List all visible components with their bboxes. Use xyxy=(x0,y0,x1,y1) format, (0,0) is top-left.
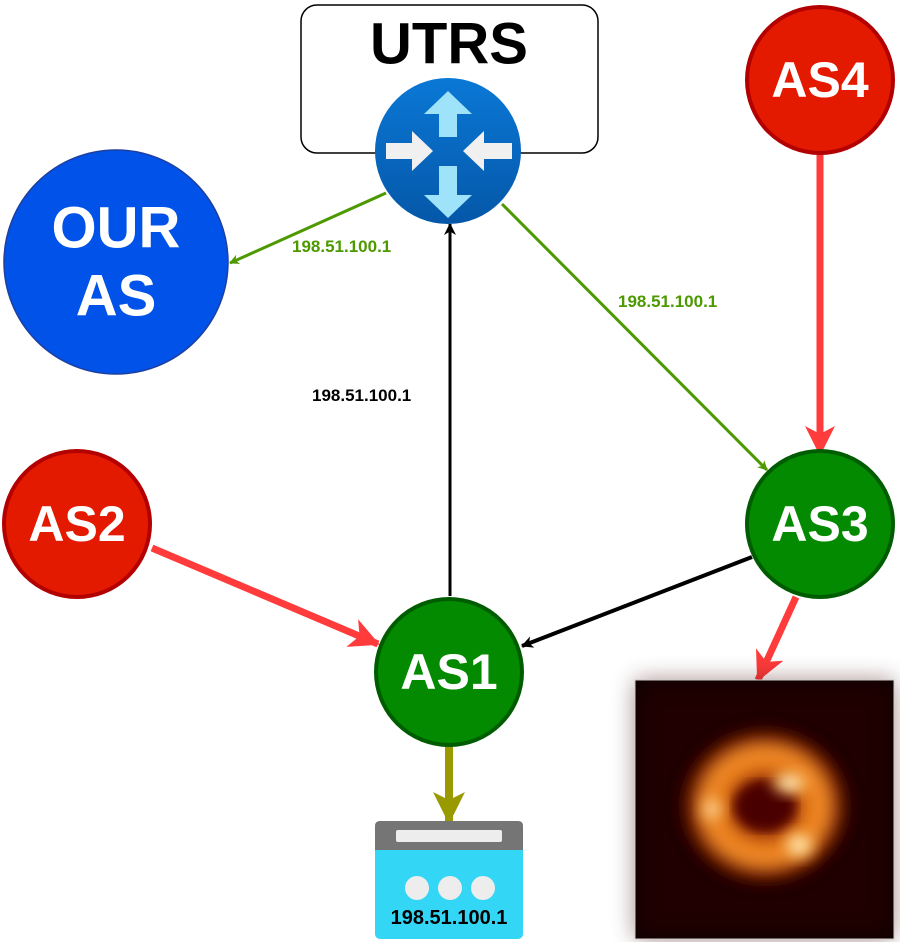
node-as1-label: AS1 xyxy=(400,644,497,700)
edge-label-as1-utrs: 198.51.100.1 xyxy=(312,386,411,405)
edge-utrs-to-as3 xyxy=(500,202,769,472)
node-as2-label: AS2 xyxy=(28,496,125,552)
node-as3[interactable]: AS3 xyxy=(745,449,895,599)
node-our-as-label-1: OUR xyxy=(52,196,181,261)
edge-label-utrs-as3: 198.51.100.1 xyxy=(618,292,717,311)
node-our-as-label-2: AS xyxy=(76,264,157,329)
node-as4[interactable]: AS4 xyxy=(745,5,895,155)
node-as3-label: AS3 xyxy=(771,496,868,552)
edge-as3-to-as1 xyxy=(521,555,753,648)
utrs-title: UTRS xyxy=(370,12,528,77)
blackhole-image xyxy=(634,679,895,940)
edge-utrs-to-our-as xyxy=(229,191,387,265)
server-icon[interactable]: 198.51.100.1 xyxy=(375,821,523,939)
node-as1[interactable]: AS1 xyxy=(374,597,524,747)
node-as2[interactable]: AS2 xyxy=(2,449,152,599)
edge-label-utrs-our-as: 198.51.100.1 xyxy=(292,237,391,256)
edge-as3-to-blackhole xyxy=(754,595,800,682)
node-our-as[interactable]: OUR AS xyxy=(3,149,229,375)
node-as4-label: AS4 xyxy=(771,52,868,108)
utrs-router-icon xyxy=(375,78,521,224)
edge-as2-to-as1 xyxy=(150,544,380,648)
server-ip-label: 198.51.100.1 xyxy=(391,907,508,929)
